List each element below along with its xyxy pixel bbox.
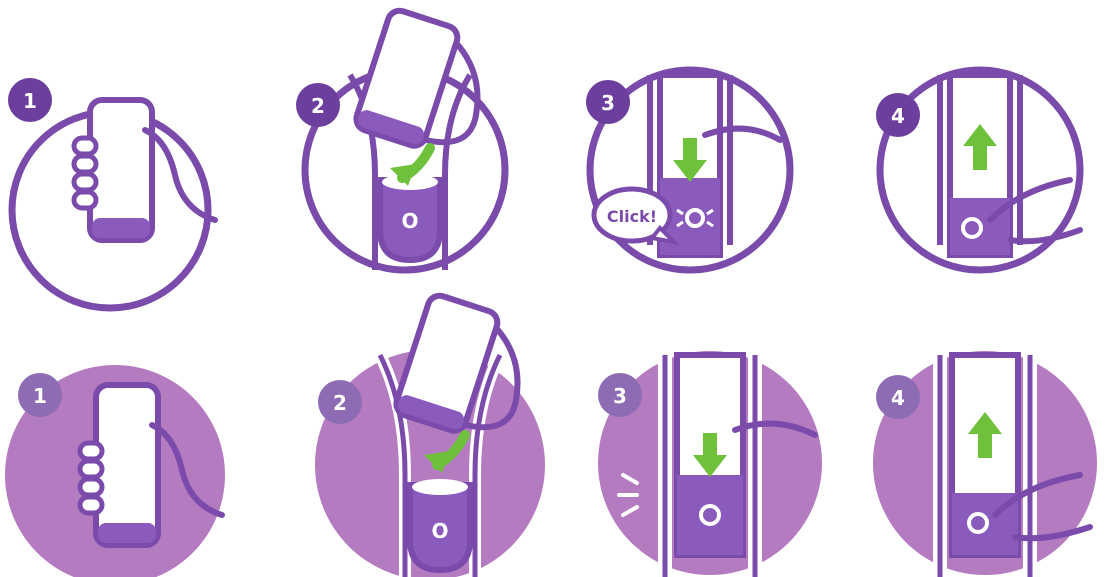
step-number: 1	[33, 384, 47, 408]
step-4-panel-outlined: 4	[860, 60, 1116, 280]
step-2-panel-filled: O 2	[300, 290, 570, 577]
step-number: 2	[333, 391, 347, 415]
step-2-panel-outlined: O 2	[280, 0, 530, 280]
step-number-badge: 2	[318, 380, 362, 424]
step-3-panel-filled: 3	[585, 345, 825, 577]
step-1-panel-filled: 1	[0, 345, 220, 577]
step-number-badge: 4	[876, 375, 920, 419]
step-number-badge: 3	[586, 80, 630, 124]
step-number: 3	[613, 384, 627, 408]
step-number-badge: 1	[18, 373, 62, 417]
step-number: 4	[891, 104, 905, 128]
step-number: 1	[23, 89, 37, 113]
click-speech-bubble: Click!	[594, 189, 674, 242]
step-number-badge: 4	[876, 93, 920, 137]
step-4-panel-filled: 4	[860, 345, 1116, 577]
step-number: 4	[891, 386, 905, 410]
step-number-badge: 2	[296, 83, 340, 127]
step-number-badge: 1	[8, 78, 52, 122]
step-number: 2	[311, 94, 325, 118]
cup-label: O	[431, 519, 448, 543]
step-3-panel-outlined: Click! 3	[570, 60, 800, 280]
step-1-panel-outlined: 1	[0, 60, 200, 280]
cup-label: O	[401, 209, 418, 233]
step-number: 3	[601, 91, 615, 115]
step-number-badge: 3	[598, 373, 642, 417]
click-text: Click!	[607, 207, 657, 226]
